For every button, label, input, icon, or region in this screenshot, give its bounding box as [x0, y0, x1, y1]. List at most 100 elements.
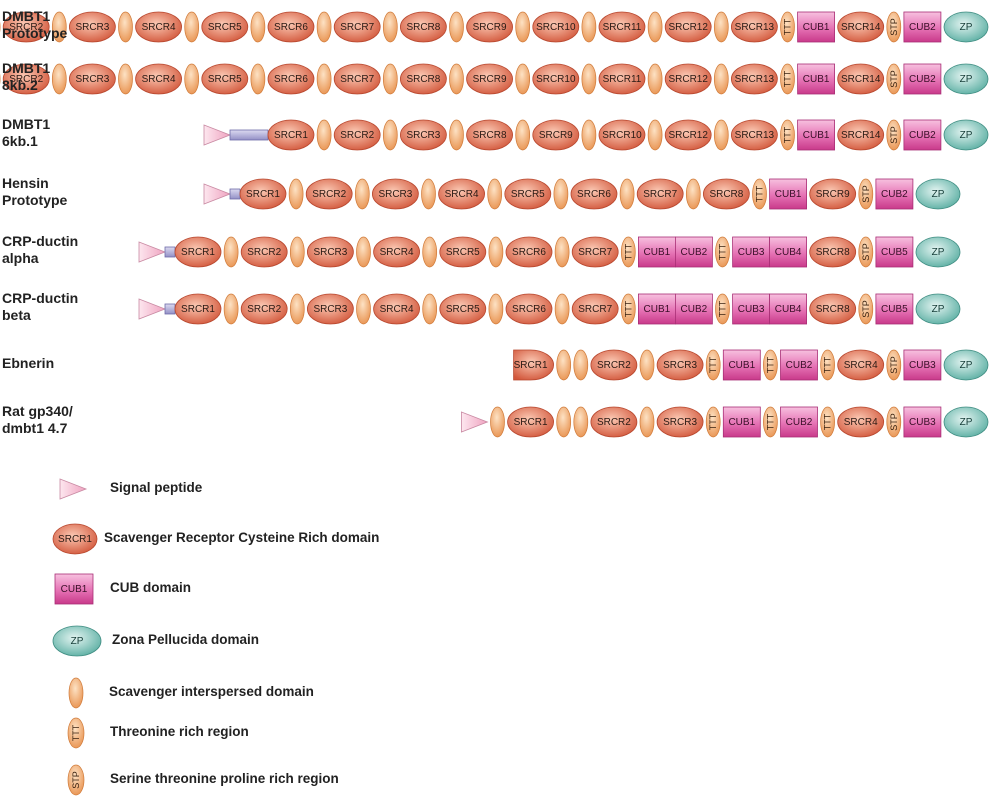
cub-domain [675, 236, 713, 268]
srcr-domain-label: SRCR3 [663, 360, 697, 371]
srcr-domain-label: SRCR11 [603, 22, 642, 33]
srcr-swatch-label: SRCR1 [58, 534, 92, 545]
scavenger-interspersed-domain [713, 11, 729, 43]
scavenger-interspersed-domain [250, 11, 266, 43]
signal-peptide-swatch [59, 478, 88, 500]
threonine-rich-region-label: TTT [783, 18, 793, 35]
srcr-domain-label: SRCR1 [514, 360, 548, 371]
srcr-domain [371, 178, 419, 210]
cub-domain [722, 406, 761, 438]
ttt-swatch [67, 717, 85, 749]
scavenger-interspersed-domain [354, 178, 370, 210]
scavenger-interspersed-domain [554, 293, 570, 325]
cub-domain-label: CUB5 [881, 304, 908, 315]
cub-domain-label: CUB4 [775, 247, 802, 258]
stp-region-label: STP [889, 126, 899, 144]
srcr-domain-label: SRCR4 [445, 189, 479, 200]
srcr-domain-label: SRCR5 [446, 304, 480, 315]
stp-swatch [67, 764, 85, 796]
cub-domain [675, 293, 713, 325]
srcr-domain [439, 236, 487, 268]
threonine-rich-region [763, 406, 778, 438]
srcr-domain-label: SRCR10 [602, 130, 642, 141]
cub-domain-label: CUB3 [738, 247, 765, 258]
zp-domain [943, 119, 989, 151]
srcr-domain-label: SRCR14 [841, 22, 881, 33]
scavenger-interspersed-domain [449, 119, 464, 151]
srcr-domain-label: SRCR6 [512, 247, 546, 258]
srcr-domain [466, 119, 514, 151]
scavenger-interspersed-domain [289, 293, 305, 325]
srcr-domain [267, 11, 315, 43]
threonine-rich-region [715, 236, 730, 268]
srcr-domain [664, 11, 712, 43]
stp-region-label: STP [861, 185, 871, 203]
cub-domain [797, 119, 835, 151]
cub-domain [875, 293, 914, 325]
linker-segment [164, 246, 176, 258]
scavenger-interspersed-domain [487, 178, 503, 210]
scavenger-interspersed-domain [421, 178, 436, 210]
scavenger-interspersed-domain [289, 236, 305, 268]
srcr-domain [590, 349, 638, 381]
scavenger-interspersed-domain [713, 119, 729, 151]
cub-swatch [54, 573, 94, 605]
scavenger-interspersed-domain [553, 178, 569, 210]
scavenger-interspersed-domain [382, 119, 398, 151]
srcr-domain [201, 11, 249, 43]
cub-domain-label: CUB2 [909, 130, 936, 141]
srcr-domain-label: SRCR5 [511, 189, 545, 200]
srcr-domain [333, 11, 381, 43]
srcr-domain [837, 349, 885, 381]
cub-domain [875, 178, 914, 210]
srcr-domain-label: SRCR8 [816, 304, 850, 315]
linker-segment [229, 129, 269, 141]
srcr-domain [201, 63, 249, 95]
zp-domain [943, 406, 989, 438]
srcr-domain [731, 63, 778, 95]
cub-domain [797, 11, 835, 43]
cub-domain-label: CUB1 [644, 247, 671, 258]
srcr-domain [439, 293, 487, 325]
threonine-rich-region [820, 349, 835, 381]
srcr-domain-label: SRCR8 [473, 130, 507, 141]
srcr-domain [373, 293, 421, 325]
protein-name: DMBT1 Prototype [2, 8, 68, 41]
legend-zp-icon: ZP [52, 625, 102, 657]
cub-domain-label: CUB2 [681, 304, 708, 315]
threonine-rich-region [620, 293, 636, 325]
srcr-domain [333, 63, 381, 95]
cub-domain-label: CUB1 [728, 417, 755, 428]
srcr-domain-label: SRCR4 [142, 22, 176, 33]
sid-swatch [68, 677, 84, 709]
signal-peptide [460, 411, 489, 433]
srcr-domain [174, 236, 222, 268]
scavenger-interspersed-domain [713, 63, 729, 95]
srcr-domain [305, 178, 353, 210]
cub-domain-label: CUB2 [681, 247, 708, 258]
threonine-rich-region-label: TTT [623, 243, 633, 260]
srcr-domain [466, 63, 514, 95]
cub-domain-label: CUB1 [803, 22, 830, 33]
srcr-domain [438, 178, 486, 210]
cub-domain-label: CUB1 [728, 360, 755, 371]
threonine-rich-region-label: TTT [783, 126, 793, 143]
scavenger-interspersed-domain [382, 63, 398, 95]
legend-cub-icon: CUB1 [54, 573, 94, 605]
srcr-domain-label: SRCR4 [142, 74, 176, 85]
cub-domain [903, 11, 942, 43]
scavenger-interspersed-domain [449, 11, 464, 43]
scavenger-interspersed-domain [556, 406, 572, 438]
threonine-rich-region-label: TTT [823, 356, 833, 373]
srcr-domain-label: SRCR5 [208, 22, 242, 33]
srcr-domain-label: SRCR4 [380, 304, 414, 315]
threonine-rich-region-label: TTT [708, 413, 718, 430]
scavenger-interspersed-domain [639, 349, 655, 381]
srcr-domain-label: SRCR1 [246, 189, 280, 200]
srcr-domain-label: SRCR9 [539, 130, 573, 141]
cub-domain [903, 63, 942, 95]
srcr-domain-label: SRCR7 [340, 74, 374, 85]
